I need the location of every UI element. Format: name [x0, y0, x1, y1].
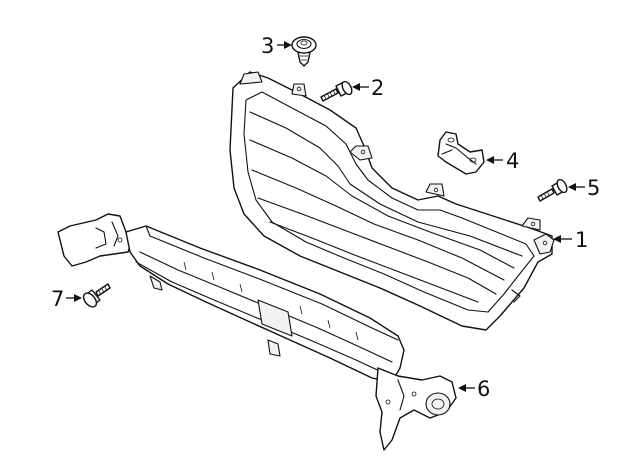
push-clip-icon — [291, 36, 317, 67]
callout-6: 6 — [458, 377, 490, 401]
callout-5-label: 5 — [587, 176, 600, 200]
callout-3: 3 — [261, 34, 292, 58]
callout-2-label: 2 — [371, 76, 384, 100]
callout-3-label: 3 — [261, 34, 274, 58]
callout-2: 2 — [352, 76, 384, 100]
grille-icon — [229, 71, 555, 331]
callout-4-label: 4 — [506, 149, 519, 173]
screw-icon — [320, 80, 353, 102]
callout-4: 4 — [486, 149, 519, 173]
callout-1: 1 — [553, 228, 588, 252]
screw-icon — [537, 178, 568, 202]
lower-bar-icon — [57, 213, 457, 451]
callout-7-label: 7 — [51, 287, 64, 311]
callout-6-label: 6 — [477, 377, 490, 401]
bracket-icon — [437, 131, 485, 175]
bolt-icon — [82, 283, 111, 308]
callout-1-label: 1 — [575, 228, 588, 252]
callout-5: 5 — [568, 176, 600, 200]
callout-7: 7 — [51, 287, 82, 311]
